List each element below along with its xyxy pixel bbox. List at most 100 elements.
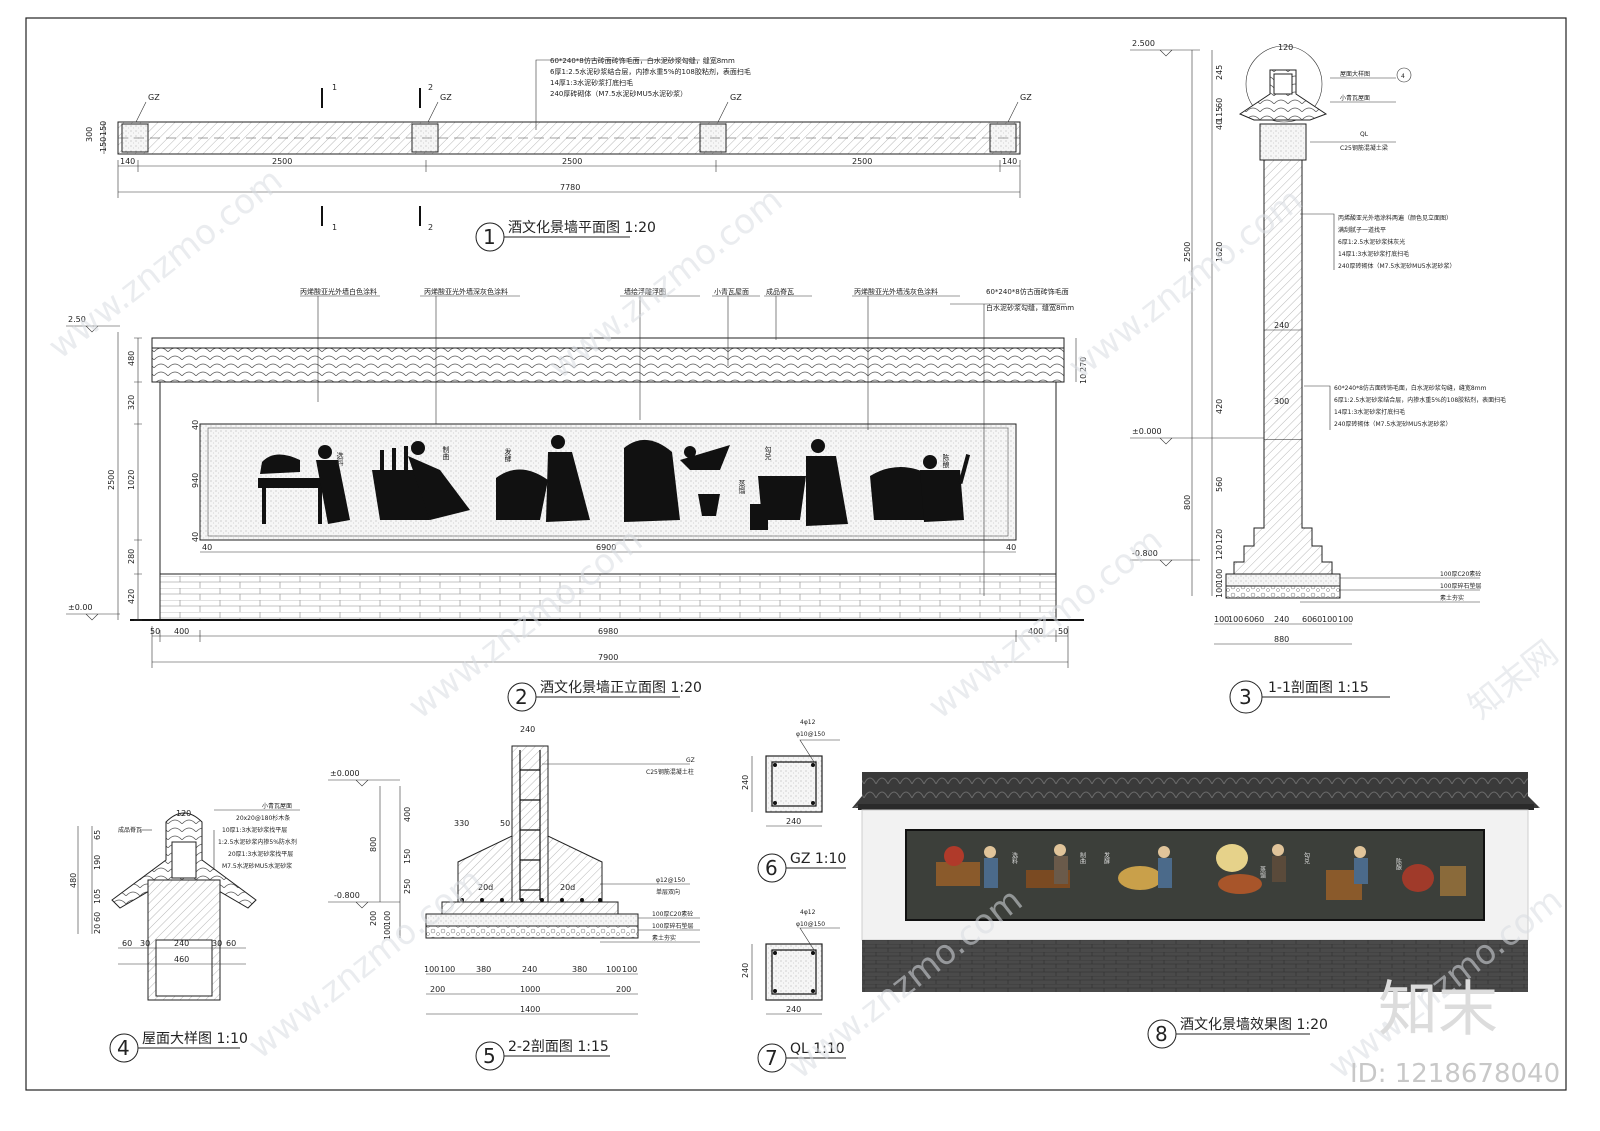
plan-gz-label-1: GZ (148, 93, 160, 102)
section11-bottom-240: 240 (1274, 615, 1289, 624)
section22-number: 5 (483, 1044, 496, 1068)
elevation-dim-320: 320 (127, 395, 136, 410)
ql-stirrup: φ10@150 (796, 921, 825, 928)
section11-dim-1620: 1620 (1215, 242, 1224, 262)
elevation-fig-label-5: 勾兑 (764, 445, 772, 461)
elevation-number: 2 (515, 685, 528, 709)
section11-label-tile: 小青瓦屋面 (1340, 94, 1370, 102)
plan-cut-1-top: 1 (332, 83, 337, 92)
gz-title: GZ 1:10 (790, 851, 846, 867)
roof-label-tile: 小青瓦屋面 (262, 802, 292, 810)
elevation-fig-label-1: 选料 (336, 451, 344, 467)
section11-level-minus: -0.800 (1132, 549, 1158, 558)
section11-bottom-60-b: 60 (1254, 615, 1264, 624)
gz-detail-view: 4φ12 φ10@150 240 240 6 GZ 1:10 (741, 719, 846, 883)
roof-label-layer4: M7.5水泥砂MU5水泥砂浆 (222, 862, 292, 870)
elevation-fig-label-6: 陈酿 (942, 453, 950, 469)
section11-note-5: 240厚砖砌体（M7.5水泥砂MU5水泥砂浆） (1338, 262, 1456, 270)
roof-label-batten: 20x20@180杉木条 (236, 814, 290, 822)
plan-gz-label-4: GZ (1020, 93, 1032, 102)
elevation-fig-label-2: 制曲 (442, 445, 450, 461)
elevation-label-white-paint: 丙烯酸亚光外墙白色涂料 (300, 287, 377, 296)
section11-bottom-100-a: 100 (1214, 615, 1229, 624)
section11-label-soil: 素土夯实 (1440, 594, 1464, 602)
section22-label-rebar: φ12@150 (656, 877, 685, 884)
section22-dim-50: 50 (500, 819, 510, 828)
section22-bottom-1400: 1400 (520, 1005, 540, 1014)
roof-dim-60: 60 (93, 912, 102, 922)
section11-note-3: 6厚1:2.5水泥砂浆抹灰光 (1338, 238, 1405, 246)
roof-bottom-60-r: 60 (226, 939, 236, 948)
elevation-label-darkgrey-paint: 丙烯酸亚光外墙深灰色涂料 (424, 287, 508, 296)
gz-dim-h: 240 (741, 775, 750, 790)
section11-note-4: 14厚1:3水泥砂浆打底扫毛 (1338, 250, 1409, 258)
plan-number: 1 (483, 225, 496, 249)
render-brick-base (862, 940, 1528, 992)
section11-bottom-60-d: 60 (1312, 615, 1322, 624)
section11-inner-300: 300 (1274, 397, 1289, 406)
ql-title: QL 1:10 (790, 1041, 845, 1057)
roof-bottom-30-l: 30 (140, 939, 150, 948)
section11-dim-40: 40 (1215, 120, 1224, 130)
ql-dim-w: 240 (786, 1005, 801, 1014)
roof-bottom-30-r: 30 (212, 939, 222, 948)
render-label-3: 发酵 (1103, 851, 1110, 865)
plan-note-2: 6厚1:2.5水泥砂浆结合层，内掺水重5%的108胶粘剂，表面扫毛 (550, 67, 751, 76)
render-roof (852, 772, 1540, 808)
section22-bottom-1000: 1000 (520, 985, 540, 994)
section11-label-ql: QL (1360, 131, 1369, 138)
elevation-bottom-6980: 6980 (598, 627, 618, 636)
section11-dim-2500: 2500 (1183, 242, 1192, 262)
plan-dim-2500-b: 2500 (562, 157, 582, 166)
gz-number: 6 (765, 856, 778, 880)
gz-dim-w: 240 (786, 817, 801, 826)
elevation-view: 选料 制曲 发酵 蒸馏 勾兑 陈酿 丙烯酸亚光外墙白色涂料 丙烯酸亚光外墙深灰色… (66, 287, 1088, 712)
section11-dim-100-b: 100 (1215, 583, 1224, 598)
section22-dim-330: 330 (454, 819, 469, 828)
roof-number: 4 (117, 1036, 130, 1060)
ql-rebar: 4φ12 (800, 909, 816, 916)
section11-note-8: 14厚1:3水泥砂浆打底扫毛 (1334, 408, 1405, 416)
plan-dim-total: 7780 (560, 183, 580, 192)
section11-inner-240: 240 (1274, 321, 1289, 330)
watermark-id: ID: 1218678040 (1350, 1059, 1560, 1089)
roof-detail-top-dim: 120 (176, 809, 191, 818)
section11-roof (1238, 69, 1328, 121)
section11-dim-120-a: 120 (1215, 529, 1224, 544)
elevation-dim-280: 280 (127, 549, 136, 564)
elevation-bottom-400-l: 400 (174, 627, 189, 636)
section11-dim-245: 245 (1215, 65, 1224, 80)
section22-bottom-100-c: 100 (606, 965, 621, 974)
roof-label-layer3: 20厚1:3水泥砂浆找平层 (228, 850, 293, 858)
section11-dim-800: 800 (1183, 495, 1192, 510)
roof-bottom-60-l: 60 (122, 939, 132, 948)
plan-note-3: 14厚1:3水泥砂浆打底扫毛 (550, 78, 633, 87)
section11-bottom-100-c: 100 (1322, 615, 1337, 624)
elevation-roof-tiles (151, 347, 1065, 383)
section11-note-1: 丙烯酸亚光外墙涂料两遍（颜色见立面图） (1338, 214, 1452, 222)
elevation-inner-40-right: 40 (1006, 543, 1016, 552)
section11-dim-100-a: 100 (1215, 569, 1224, 584)
section22-bottom-100-a: 100 (424, 965, 439, 974)
section22-label-layer: 单层双向 (656, 888, 680, 896)
elevation-brick-base (159, 573, 1057, 621)
plan-gz-label-3: GZ (730, 93, 742, 102)
section22-bottom-240: 240 (522, 965, 537, 974)
section22-dim-100-b: 100 (383, 925, 392, 940)
elevation-label-joint: 白水泥砂浆勾缝，缝宽8mm (986, 303, 1074, 312)
section-2-2-view: 240 GZ C25钢筋混凝土柱 φ12@150 单层双向 100厚C20素砼 … (328, 725, 700, 1071)
render-title: 酒文化景墙效果图 1:20 (1180, 1017, 1328, 1033)
render-label-1: 选料 (1011, 851, 1018, 865)
section22-title: 2-2剖面图 1:15 (508, 1039, 609, 1055)
section11-dim-120-b: 120 (1215, 545, 1224, 560)
section11-note-7: 6厚1:2.5水泥砂浆结合层，内掺水重5%的108胶粘剂，表面扫毛 (1334, 396, 1506, 404)
elevation-label-mural: 墙绘浮雕浮图 (624, 287, 666, 296)
watermark-text-1: www.znzmo.com (41, 160, 290, 367)
elevation-level-zero: ±0.00 (68, 603, 93, 612)
section11-dim-115: 115 (1215, 107, 1224, 122)
plan-dim-300: 300 (85, 127, 94, 142)
elevation-dim-1020: 1020 (127, 470, 136, 490)
roof-dim-20: 20 (93, 924, 102, 934)
plan-cut-2-bottom: 2 (428, 223, 433, 232)
